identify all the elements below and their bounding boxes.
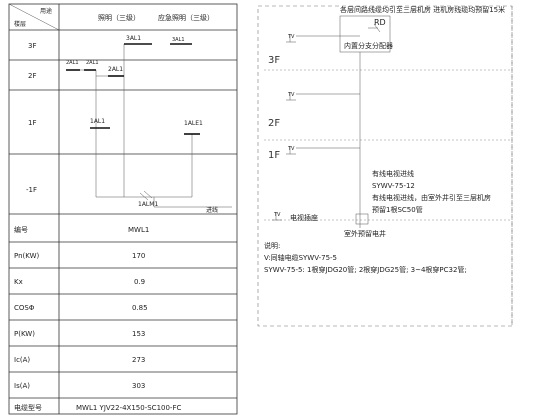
top-note: 各层间路线缆均引至三层机房 进机房线缆均预留15米 <box>340 5 505 14</box>
row-label-cos: COSΦ <box>14 304 35 312</box>
tv-floor-3f: 3F <box>268 55 280 66</box>
row-value-ic: 273 <box>132 356 145 364</box>
tv-outlet-2f: TV <box>286 92 360 101</box>
tv-outlet-3f: TV <box>286 34 360 43</box>
outdoor-pit-box <box>355 213 369 225</box>
tv-floor-2f: 2F <box>268 118 280 129</box>
row-value-kx: 0.9 <box>134 278 145 286</box>
row-value-cable: MWL1 YJV22-4X150-SC100-FC <box>76 404 181 412</box>
outdoor-pit-label: 室外预留电井 <box>344 229 386 238</box>
row-label-kx: Kx <box>14 278 23 286</box>
tv-outlet-1f: TV <box>286 146 360 155</box>
tv-floor-1f: 1F <box>268 150 280 161</box>
box-2al1-a-label: 2AL1 <box>66 60 79 66</box>
floor-label-b1: -1F <box>26 186 37 194</box>
incoming-label: 进线 <box>206 206 218 214</box>
power-riser-table: 用途 楼层 照明（三级） 应急照明（三级） 3F 2F 1F -1F 3AL1 … <box>8 3 238 415</box>
load-data-rows: 编号 MWL1 Pn(KW) 170 Kx 0.9 COSΦ 0.85 P(KW… <box>14 225 181 412</box>
row-value-id: MWL1 <box>128 226 149 234</box>
splitter-box <box>339 15 391 53</box>
legend-tv-outlet-label: 电视插座 <box>290 213 318 222</box>
rd-label: RD <box>374 18 386 27</box>
row-value-is: 303 <box>132 382 145 390</box>
row-label-cable: 电缆型号 <box>14 403 42 412</box>
row-value-p: 153 <box>132 330 145 338</box>
svg-text:TV: TV <box>273 212 281 218</box>
legend-tv-outlet: TV 电视插座 <box>272 212 318 222</box>
row-value-cos: 0.85 <box>132 304 148 312</box>
box-1alm1-label: 1ALM1 <box>138 201 158 208</box>
box-1al1-label: 1AL1 <box>90 118 105 125</box>
header-diagonal <box>8 3 60 31</box>
row-label-is: Is(A) <box>14 382 30 390</box>
box-2al1-b-label: 2AL1 <box>86 60 99 66</box>
table-frame <box>8 3 238 415</box>
row-label-pn: Pn(KW) <box>14 252 40 260</box>
incoming-route: 有线电视进线，由室外井引至三层机房 <box>372 193 491 202</box>
box-1ale1-label: 1ALE1 <box>184 120 203 127</box>
incoming-reserve: 预留1根SC50管 <box>372 205 423 214</box>
row-value-pn: 170 <box>132 252 145 260</box>
incoming-cable-type: SYWV-75-12 <box>372 182 415 190</box>
building-outline <box>257 5 513 327</box>
note-2: SYWV-75-5: 1根穿JDG20管; 2根穿JDG25管; 3~4根穿PC… <box>264 265 467 274</box>
svg-text:TV: TV <box>287 92 295 98</box>
box-2al1-main-label: 2AL1 <box>108 66 123 73</box>
tv-system-diagram: 各层间路线缆均引至三层机房 进机房线缆均预留15米 RD 内置分支分配器 3F … <box>257 5 513 327</box>
note-1: V:同轴电缆SYWV-75-5 <box>264 253 337 262</box>
incoming-title: 有线电视进线 <box>372 169 414 178</box>
header-lighting: 照明（三级） <box>98 13 140 22</box>
row-label-ic: Ic(A) <box>14 356 30 364</box>
box-3al1-emergency-label: 3AL1 <box>172 37 185 43</box>
floor-label-3f: 3F <box>28 42 36 50</box>
row-label-p: P(KW) <box>14 330 35 338</box>
notes-title: 说明: <box>264 241 280 250</box>
floor-label-1f: 1F <box>28 119 36 127</box>
splitter-label: 内置分支分配器 <box>344 41 393 50</box>
header-corner-top: 用途 <box>40 7 52 15</box>
header-corner-bottom: 楼层 <box>14 20 26 28</box>
row-label-id: 编号 <box>14 225 28 234</box>
box-3al1-label: 3AL1 <box>126 35 141 42</box>
header-emergency: 应急照明（三级） <box>158 13 214 22</box>
floor-label-2f: 2F <box>28 72 36 80</box>
svg-text:TV: TV <box>287 34 295 40</box>
svg-text:TV: TV <box>287 146 295 152</box>
